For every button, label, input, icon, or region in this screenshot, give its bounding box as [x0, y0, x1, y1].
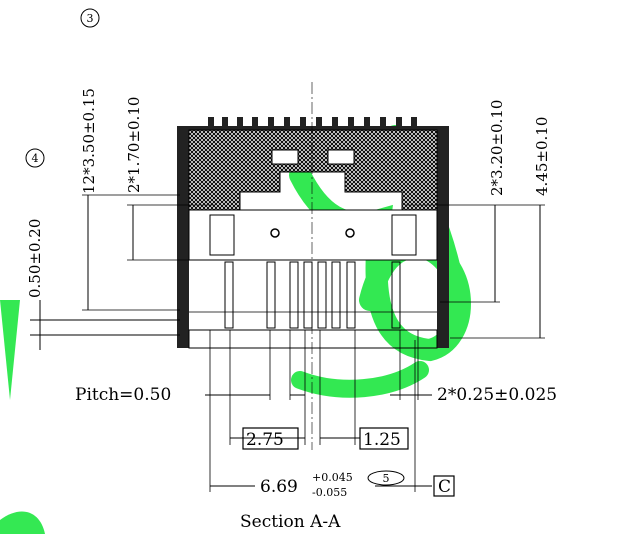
pitch-label: Pitch=0.50 [75, 385, 171, 405]
dim-0-50-text: 0.50±0.20 [26, 219, 44, 298]
dim-2x3-20: 2*3.20±0.10 [405, 100, 506, 303]
dim-12x3-50-text: 12*3.50±0.15 [80, 88, 98, 194]
dim-2-75: 2.75 [229, 330, 306, 450]
dim-0-50-note: 4 [32, 152, 39, 165]
dim-2x0-25: 2*0.25±0.025 [390, 330, 557, 405]
dim-6-69-text: 6.69 [260, 477, 298, 497]
top-pins [208, 117, 417, 127]
dim-4-45-text: 4.45±0.10 [533, 117, 551, 196]
dim-1-25-text: 1.25 [363, 430, 401, 450]
dim-12x3-50: 3 12*3.50±0.15 [80, 8, 180, 311]
dim-6-69-note: 5 [383, 472, 390, 485]
dim-2x3-20-text: 2*3.20±0.10 [488, 100, 506, 196]
dim-6-69: 6.69 +0.045 -0.055 5 C [209, 330, 455, 499]
dim-4-45: 4.45±0.10 [450, 117, 551, 339]
dim-2x1-70: 2*1.70±0.10 [125, 97, 220, 261]
dim-pitch: Pitch=0.50 [75, 330, 305, 405]
dim-2x0-25-text: 2*0.25±0.025 [437, 385, 557, 405]
dim-6-69-plus: +0.045 [312, 471, 353, 484]
dim-12x3-50-note: 3 [87, 12, 94, 25]
dim-0-50: 4 0.50±0.20 [25, 148, 180, 350]
dim-1-25: 1.25 [319, 330, 409, 450]
datum-c: C [438, 477, 451, 497]
dim-6-69-minus: -0.055 [312, 486, 347, 499]
section-label: Section A-A [240, 512, 341, 532]
lower-pins [224, 261, 401, 329]
dim-2-75-text: 2.75 [246, 430, 284, 450]
connector-body [177, 82, 449, 450]
dim-2x1-70-text: 2*1.70±0.10 [125, 97, 143, 193]
